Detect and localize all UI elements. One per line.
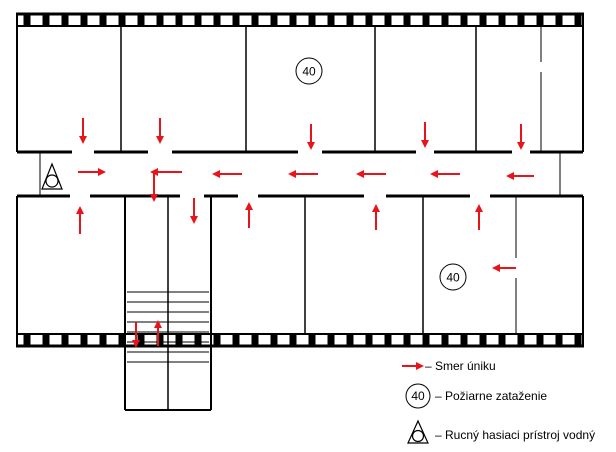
window-mark [460, 13, 468, 27]
window-mark [289, 333, 297, 347]
window-mark [99, 13, 107, 27]
window-mark [327, 13, 335, 27]
window-mark [536, 13, 544, 27]
escape-arrow-bend [153, 171, 176, 180]
escape-arrow [475, 204, 483, 230]
escape-arrows [76, 118, 534, 348]
legend-fire-load-symbol: 40 [411, 389, 425, 403]
window-mark [194, 333, 202, 347]
window-mark [308, 333, 316, 347]
window-mark [42, 13, 50, 27]
legend-extinguisher: – Rucný hasiaci prístroj vodný [435, 428, 595, 442]
red-arrow-icon [402, 362, 424, 370]
window-mark [80, 13, 88, 27]
escape-arrow [430, 170, 460, 178]
window-mark [270, 333, 278, 347]
window-mark [61, 13, 69, 27]
window-mark [118, 13, 126, 27]
window-mark [327, 333, 335, 347]
window-mark [194, 13, 202, 27]
window-mark [251, 13, 259, 27]
circled-number-icon: 40 [405, 383, 431, 409]
window-mark [422, 13, 430, 27]
window-mark [213, 13, 221, 27]
fire-load-symbol-bottom: 40 [439, 263, 467, 291]
window-mark [479, 333, 487, 347]
escape-arrow [372, 204, 380, 230]
window-mark [441, 13, 449, 27]
escape-arrow [212, 170, 242, 178]
window-mark [460, 333, 468, 347]
window-mark [574, 333, 582, 347]
window-mark [517, 333, 525, 347]
window-mark [270, 13, 278, 27]
window-mark [232, 13, 240, 27]
escape-arrow [190, 198, 198, 224]
extinguisher-icon [41, 162, 63, 190]
window-mark [175, 333, 183, 347]
window-mark [574, 13, 582, 27]
window-mark [536, 333, 544, 347]
window-mark [384, 13, 392, 27]
escape-arrow [154, 320, 162, 346]
escape-arrow [402, 362, 424, 370]
window-mark [23, 333, 31, 347]
window-mark [308, 13, 316, 27]
window-mark [422, 333, 430, 347]
window-mark [498, 333, 506, 347]
escape-arrow [492, 264, 516, 272]
window-mark [517, 13, 525, 27]
fire-load-label: 40 [302, 65, 316, 79]
window-mark [441, 333, 449, 347]
window-mark [384, 333, 392, 347]
escape-arrow [307, 124, 315, 150]
window-mark [99, 333, 107, 347]
window-mark [555, 13, 563, 27]
legend-fire-load: – Požiarne zataženie [435, 389, 547, 403]
escape-arrow [150, 178, 158, 202]
window-mark [346, 13, 354, 27]
escape-arrow [288, 170, 318, 178]
legend: – Smer úniku 40 – Požiarne zataženie – R… [402, 359, 595, 444]
escape-arrow [132, 322, 140, 348]
window-mark [175, 13, 183, 27]
escape-arrow [517, 124, 525, 150]
escape-arrow [156, 118, 164, 144]
building-walls [16, 12, 584, 411]
escape-arrow [356, 170, 386, 178]
window-mark [555, 333, 563, 347]
escape-arrow [79, 118, 87, 144]
legend-escape-route: – Smer úniku [425, 359, 496, 373]
window-mark [498, 13, 506, 27]
escape-arrow [76, 206, 84, 234]
window-mark [42, 333, 50, 347]
window-mark [365, 333, 373, 347]
window-mark [403, 333, 411, 347]
window-mark [23, 13, 31, 27]
escape-arrow [78, 168, 106, 176]
window-mark [479, 13, 487, 27]
escape-arrow [245, 202, 253, 228]
triangle-circle-icon [407, 419, 429, 444]
window-mark [403, 13, 411, 27]
window-mark [365, 13, 373, 27]
escape-arrow [506, 172, 534, 180]
windows-bottom [23, 333, 582, 347]
stair-treads [127, 291, 209, 363]
window-mark [80, 333, 88, 347]
escape-arrow [421, 122, 429, 148]
windows-top [23, 13, 582, 27]
window-mark [289, 13, 297, 27]
window-mark [251, 333, 259, 347]
window-mark [232, 333, 240, 347]
fire-load-label: 40 [446, 271, 460, 285]
window-mark [213, 333, 221, 347]
window-mark [346, 333, 354, 347]
window-mark [137, 13, 145, 27]
fire-load-symbol-top: 40 [295, 57, 323, 85]
window-mark [61, 333, 69, 347]
window-mark [156, 13, 164, 27]
